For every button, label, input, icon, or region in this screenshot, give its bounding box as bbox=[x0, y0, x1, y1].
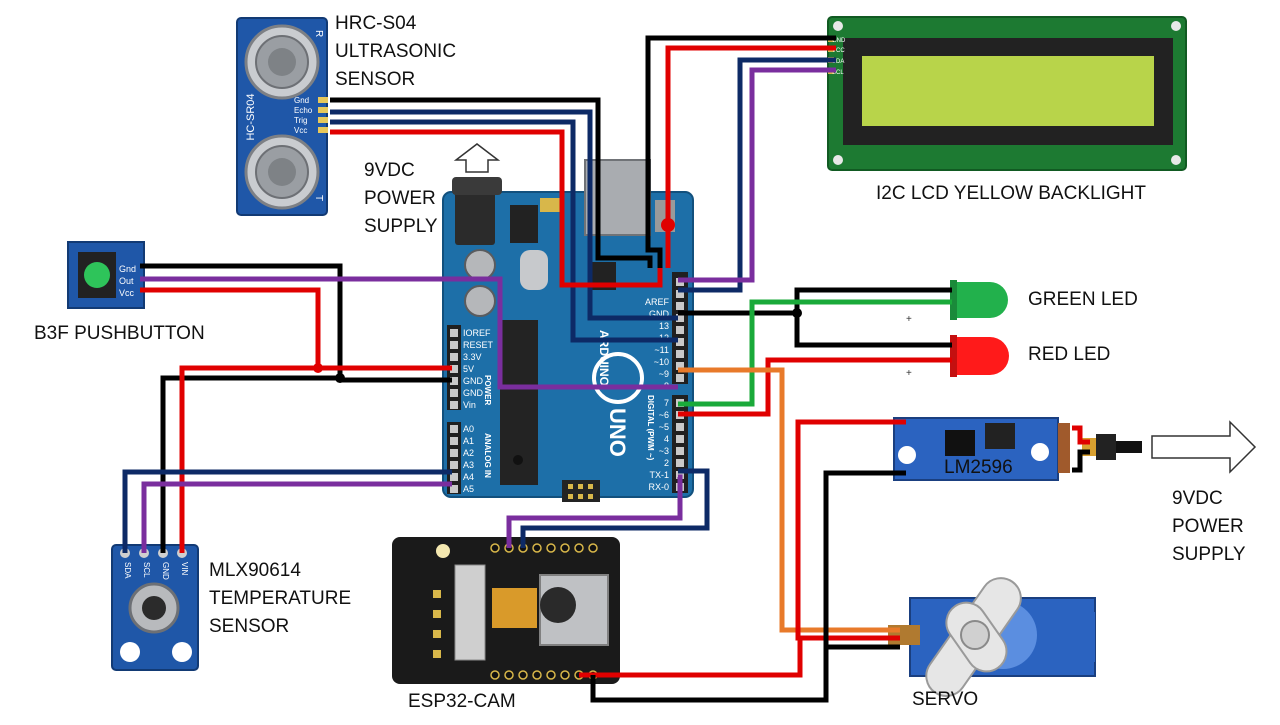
uno-pin-a1: A1 bbox=[463, 436, 474, 446]
uno-pin-a4: A4 bbox=[463, 472, 474, 482]
red-led: + bbox=[906, 335, 1009, 379]
lcd-pin-vcc: VCC bbox=[832, 48, 845, 54]
power-supply-input-label: 9VDC POWER SUPPLY bbox=[364, 160, 438, 237]
wires bbox=[122, 35, 1090, 703]
ultrasonic-pin-trig: Trig bbox=[294, 116, 307, 125]
lcd-pin-scl: SCL bbox=[832, 70, 844, 76]
uno-pin-tx: TX-1 bbox=[649, 470, 669, 480]
pushbutton-pin-out: Out bbox=[119, 276, 134, 286]
uno-brand-text: ARDUINO bbox=[597, 330, 611, 386]
uno-pin-3v3: 3.3V bbox=[463, 352, 482, 362]
ultrasonic-sensor: HC-SR04 R T Gnd Echo Trig Vcc bbox=[236, 17, 328, 216]
uno-pin-3: ~3 bbox=[659, 446, 669, 456]
green-led: + bbox=[906, 280, 1008, 325]
uno-pin-5v: 5V bbox=[463, 364, 474, 374]
uno-pin-a2: A2 bbox=[463, 448, 474, 458]
uno-pin-aref: AREF bbox=[645, 297, 670, 307]
uno-pin-gnd1: GND bbox=[463, 376, 484, 386]
servo-label: SERVO bbox=[912, 689, 979, 710]
pushbutton-module: Gnd Out Vcc bbox=[67, 241, 145, 309]
power-arrow-up-icon bbox=[453, 143, 501, 173]
i2c-lcd: GND VCC SDA SCL bbox=[827, 16, 1187, 171]
esp32-cam-label: ESP32-CAM bbox=[408, 691, 516, 712]
pushbutton-label: B3F PUSHBUTTON bbox=[34, 323, 205, 344]
lcd-label: I2C LCD YELLOW BACKLIGHT bbox=[876, 183, 1146, 204]
mlx-pin-vin: VIN bbox=[180, 562, 189, 576]
svg-text:T: T bbox=[313, 195, 324, 201]
uno-pin-5: ~5 bbox=[659, 422, 669, 432]
ultrasonic-pin-echo: Echo bbox=[294, 106, 313, 115]
uno-power-title: POWER bbox=[483, 375, 492, 405]
pushbutton-cap-icon[interactable] bbox=[84, 262, 110, 288]
ultrasonic-pin-gnd: Gnd bbox=[294, 96, 309, 105]
uno-pin-gnd2: GND bbox=[463, 388, 484, 398]
uno-pin-13: 13 bbox=[659, 321, 669, 331]
ultrasonic-pin-vcc: Vcc bbox=[294, 126, 307, 135]
uno-pin-reset: RESET bbox=[463, 340, 494, 350]
red-led-label: RED LED bbox=[1028, 344, 1111, 365]
svg-text:R: R bbox=[313, 30, 324, 37]
uno-analog-title: ANALOG IN bbox=[483, 433, 492, 478]
uno-digital-title: DIGITAL (PWM ~) bbox=[646, 395, 655, 461]
lm2596-regulator bbox=[893, 417, 1070, 481]
uno-pin-11: ~11 bbox=[654, 345, 669, 355]
svg-text:+: + bbox=[906, 314, 912, 325]
barrel-jack bbox=[455, 190, 495, 245]
uno-pin-6: ~6 bbox=[659, 410, 669, 420]
regulator-label: LM2596 bbox=[944, 457, 1013, 478]
lcd-pin-gnd: GND bbox=[832, 38, 846, 44]
arduino-logo-icon bbox=[592, 352, 644, 404]
uno-pin-2: 2 bbox=[664, 458, 669, 468]
wire-junctions bbox=[313, 218, 802, 383]
green-led-label: GREEN LED bbox=[1028, 289, 1138, 310]
uno-pin-10: ~10 bbox=[654, 357, 669, 367]
pushbutton-pin-vcc: Vcc bbox=[119, 288, 135, 298]
ultrasonic-label: HRC-S04 ULTRASONIC SENSOR bbox=[335, 13, 457, 90]
uno-pin-7: 7 bbox=[664, 398, 669, 408]
ultrasonic-model-text: HC-SR04 bbox=[245, 93, 257, 140]
mlx-pin-gnd: GND bbox=[161, 562, 170, 580]
esp32-cam-module bbox=[392, 537, 620, 684]
mlx-pin-scl: SCL bbox=[142, 562, 151, 578]
uno-pin-gnd-digital: GND bbox=[649, 309, 670, 319]
lcd-pin-sda: SDA bbox=[832, 59, 844, 65]
mlx-pin-sda: SDA bbox=[123, 562, 132, 579]
uno-pin-a5: A5 bbox=[463, 484, 474, 494]
uno-pin-9: ~9 bbox=[659, 369, 669, 379]
arduino-uno-board: IOREF RESET 3.3V 5V GND GND Vin POWER A0… bbox=[442, 159, 694, 502]
svg-text:+: + bbox=[906, 368, 912, 379]
power-arrow-right-icon bbox=[1151, 420, 1257, 474]
usb-connector bbox=[584, 159, 651, 236]
lcd-screen bbox=[862, 56, 1154, 126]
dc-plug-icon bbox=[1082, 434, 1142, 460]
pushbutton-pin-gnd: Gnd bbox=[119, 264, 136, 274]
uno-model-text: UNO bbox=[605, 408, 630, 457]
uno-pin-a0: A0 bbox=[463, 424, 474, 434]
uno-pin-a3: A3 bbox=[463, 460, 474, 470]
temperature-sensor-module: VIN GND SCL SDA bbox=[111, 544, 199, 671]
uno-pin-vin: Vin bbox=[463, 400, 476, 410]
temperature-sensor-label: MLX90614 TEMPERATURE SENSOR bbox=[209, 560, 352, 637]
uno-pin-rx: RX-0 bbox=[648, 482, 669, 492]
uno-pin-ioref: IOREF bbox=[463, 328, 491, 338]
power-supply-output-label: 9VDC POWER SUPPLY bbox=[1172, 488, 1246, 565]
uno-pin-4: 4 bbox=[664, 434, 669, 444]
servo-motor bbox=[888, 577, 1096, 697]
